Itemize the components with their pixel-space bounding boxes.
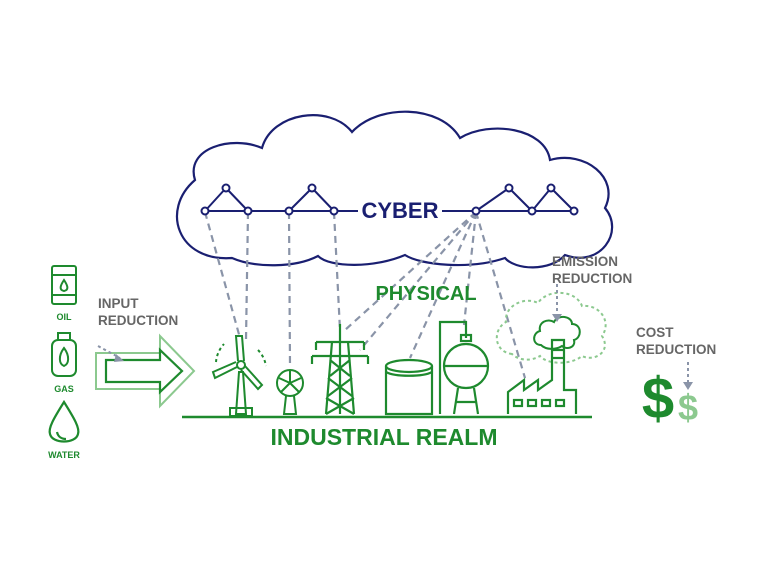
- dollar-icon-small: $: [678, 387, 698, 428]
- emission-reduction-label-line1: EMISSION: [552, 254, 618, 269]
- network-node: [329, 206, 339, 216]
- gas-label: GAS: [54, 384, 74, 394]
- water-drop-icon: [48, 399, 80, 443]
- emission-reduction-label-line2: REDUCTION: [552, 271, 632, 286]
- oil-label: OIL: [57, 312, 73, 322]
- industrial-realm-label: INDUSTRIAL REALM: [270, 424, 497, 450]
- dollar-icon-large: $: [642, 366, 674, 431]
- network-node: [243, 206, 253, 216]
- sphere-tank-icon: [438, 320, 490, 415]
- input-reduction-arrow: [95, 333, 196, 409]
- network-node: [504, 183, 514, 193]
- network-node: [471, 206, 481, 216]
- network-node: [307, 183, 317, 193]
- water-label: WATER: [48, 450, 80, 460]
- cost-reduction-label-line2: REDUCTION: [636, 342, 716, 357]
- input-reduction-label-line2: REDUCTION: [98, 313, 178, 328]
- network-node: [546, 183, 556, 193]
- network-node: [527, 206, 537, 216]
- cyber-physical-links: [203, 211, 527, 379]
- input-reduction-label-line1: INPUT: [98, 296, 139, 311]
- cost-reduction-arrow: [683, 362, 693, 390]
- cyber-label: CYBER: [361, 198, 438, 223]
- storage-tank-icon: [384, 358, 434, 416]
- power-tower-icon: [310, 324, 370, 415]
- emission-cloud-icon: [496, 284, 607, 364]
- network-node: [221, 183, 231, 193]
- oil-barrel-icon: [51, 265, 77, 305]
- network-node: [200, 206, 210, 216]
- factory-icon: [506, 338, 578, 414]
- cyber-network: [200, 183, 579, 216]
- gas-cylinder-icon: [51, 332, 77, 377]
- network-node: [284, 206, 294, 216]
- network-node: [569, 206, 579, 216]
- fan-icon: [276, 369, 304, 415]
- cost-reduction-label-line1: COST: [636, 325, 674, 340]
- physical-label: PHYSICAL: [375, 283, 476, 305]
- cyber-cloud: [176, 110, 614, 269]
- wind-turbine-icon: [211, 335, 267, 417]
